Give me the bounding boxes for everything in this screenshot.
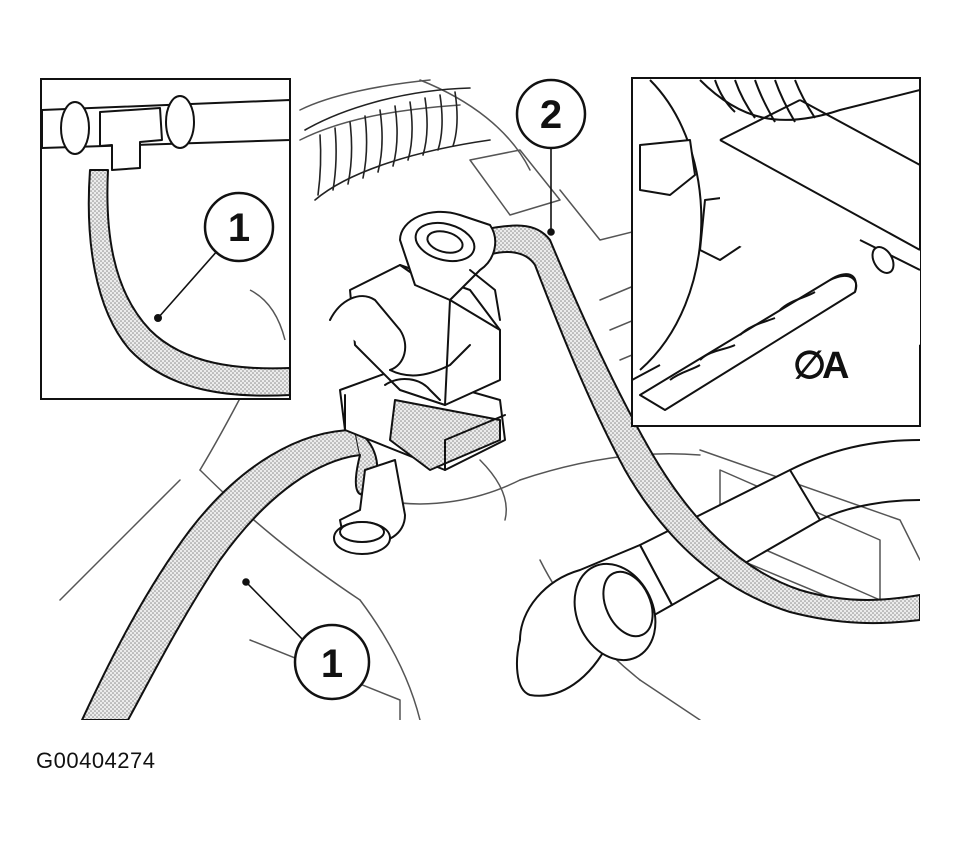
- callout-1-inset-label: 1: [228, 206, 250, 250]
- callout-1-main: 1: [293, 623, 371, 701]
- hose-2: [479, 224, 920, 625]
- callout-2-main: 2: [515, 78, 587, 150]
- leader-lines: [242, 139, 555, 646]
- main-view: [59, 79, 920, 720]
- callout-1-inset: 1: [203, 191, 275, 263]
- diameter-value: A: [822, 345, 849, 387]
- callout-1-main-label: 1: [321, 642, 343, 686]
- diameter-label: ∅ A: [793, 345, 849, 387]
- hose-1: [81, 429, 406, 720]
- figure-id: G00404274: [36, 748, 156, 773]
- valve-assembly: [329, 210, 506, 471]
- left-inset: 1: [40, 78, 291, 400]
- corrugated-duct: [304, 87, 491, 201]
- diameter-symbol: ∅: [793, 345, 826, 387]
- callout-2-main-label: 2: [540, 93, 562, 137]
- right-inset: ∅ A: [631, 77, 921, 427]
- coolant-pipe: [516, 439, 920, 697]
